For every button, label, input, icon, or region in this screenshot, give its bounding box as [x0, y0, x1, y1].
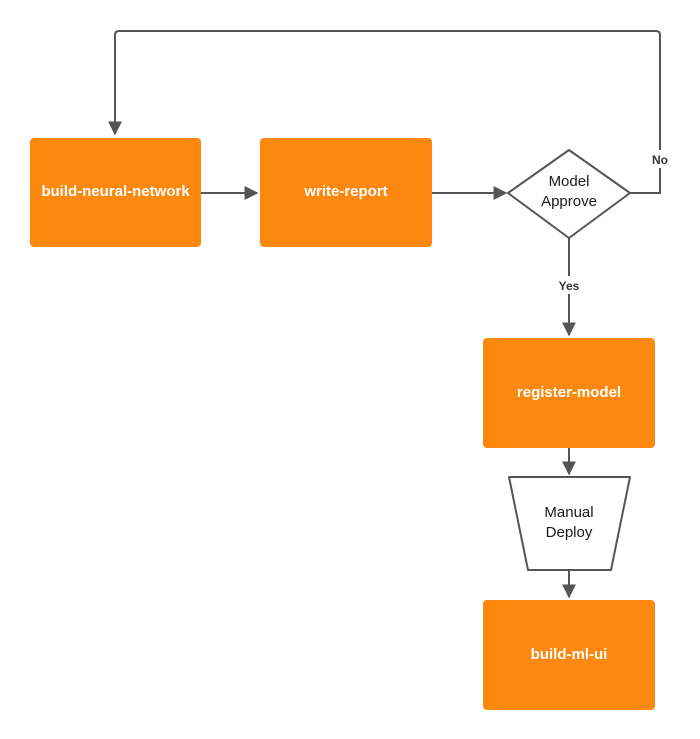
manual-operation-trapezoid — [508, 476, 631, 571]
node-write-report-box — [260, 138, 432, 247]
node-build-neural-network-label: build-neural-network — [41, 183, 190, 200]
decision-model-approve[interactable]: Model Approve — [507, 149, 631, 239]
node-register-model-label: register-model — [517, 384, 621, 401]
edge-label-no: No — [652, 153, 668, 167]
node-build-ml-ui-box — [483, 600, 655, 710]
no-label-background — [648, 150, 672, 168]
node-register-model-box — [483, 338, 655, 448]
yes-label-background — [553, 276, 585, 294]
decision-label-line1: Model — [549, 173, 590, 190]
manual-deploy[interactable]: Manual Deploy — [508, 476, 631, 571]
edge-decision-no-loop — [108, 30, 661, 194]
manual-deploy-label-line2: Deploy — [546, 524, 593, 541]
node-write-report-label: write-report — [303, 183, 387, 200]
node-build-neural-network[interactable]: build-neural-network — [30, 138, 201, 247]
node-build-ml-ui[interactable]: build-ml-ui — [483, 600, 655, 710]
node-build-neural-network-box — [30, 138, 201, 247]
node-write-report[interactable]: write-report — [260, 138, 432, 247]
decision-diamond — [507, 149, 631, 239]
node-build-ml-ui-label: build-ml-ui — [531, 646, 608, 663]
node-register-model[interactable]: register-model — [483, 338, 655, 448]
manual-deploy-label-line1: Manual — [544, 504, 593, 521]
decision-label-line2: Approve — [541, 193, 597, 210]
edge-label-yes: Yes — [559, 279, 580, 293]
